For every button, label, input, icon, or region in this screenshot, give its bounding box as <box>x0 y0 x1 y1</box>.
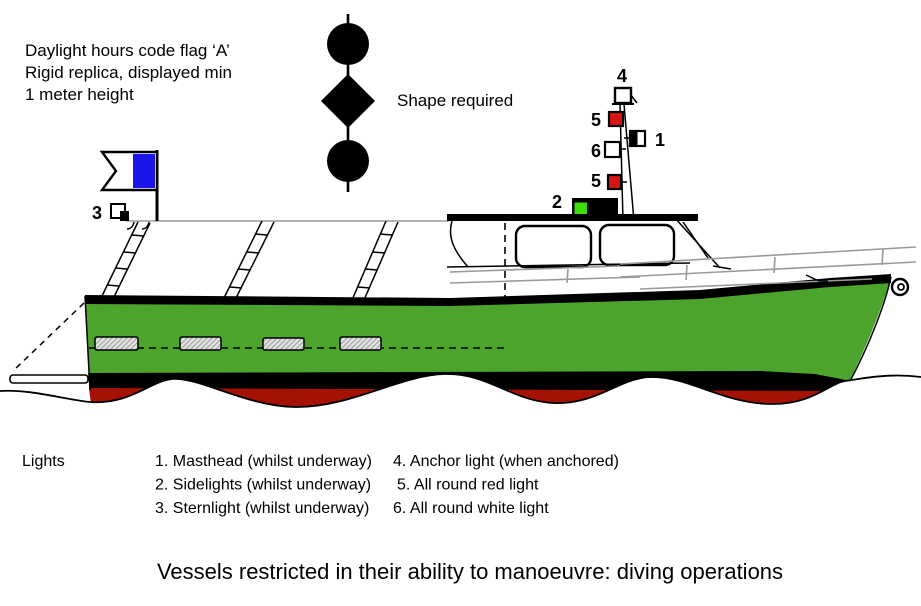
all-round-red-light-upper-icon <box>607 110 625 128</box>
legend-item-3: 3. Sternlight (whilst underway) <box>155 500 369 517</box>
wheelhouse <box>446 217 732 347</box>
marker-5-lower: 5 <box>591 171 601 191</box>
transom-edge <box>84 295 91 391</box>
anchor-light-icon <box>613 86 633 105</box>
marker-6: 6 <box>591 141 601 161</box>
sheer-stripe <box>85 274 891 306</box>
all-round-red-light-lower-icon <box>606 173 623 191</box>
ladder-aft <box>100 221 151 300</box>
pulpit-stanchion <box>881 248 884 266</box>
hull-vent-plate <box>262 337 305 351</box>
ladder-mid <box>222 220 275 301</box>
stern-gear <box>9 302 89 384</box>
pulpit-stanchion <box>685 264 688 281</box>
bow-cleat <box>805 274 828 282</box>
pulpit-rail-lower <box>619 261 917 278</box>
cabin-base-line <box>446 262 691 268</box>
hull-vent-plate <box>339 336 382 351</box>
deck-plank-lines <box>449 265 641 284</box>
windscreen-frame <box>682 221 709 259</box>
legend-item-6: 6. All round white light <box>393 500 549 517</box>
diagram-caption: Vessels restricted in their ability to m… <box>157 559 783 584</box>
flag-note: Daylight hours code flag ‘A’ Rigid repli… <box>25 41 232 104</box>
bow-stem-line <box>848 276 892 384</box>
windscreen-foot <box>712 265 732 270</box>
cabin-roof-bar <box>447 214 698 221</box>
aft-deck <box>100 220 449 301</box>
masthead-light-shade <box>630 131 638 146</box>
signal-mast: 4 5 1 6 5 2 <box>447 66 698 222</box>
hull-topsides-green <box>85 277 891 391</box>
legend-item-4: 4. Anchor light (when anchored) <box>393 453 619 470</box>
legend-item-2: 2. Sidelights (whilst underway) <box>155 477 371 494</box>
water-mask <box>0 373 921 606</box>
lights-legend: Lights 1. Masthead (whilst underway) 2. … <box>22 453 619 517</box>
sidelight-green-icon <box>574 202 587 215</box>
deck-edge-line <box>639 278 873 290</box>
stern-platform <box>9 374 89 384</box>
marker-1: 1 <box>655 130 665 150</box>
flag-note-line3: 1 meter height <box>25 85 134 104</box>
hull-vent-plate <box>94 336 139 351</box>
marker-3: 3 <box>92 203 102 223</box>
ball-shape-bottom-icon <box>327 140 369 182</box>
code-flag-a <box>99 150 159 221</box>
ladder-fwd <box>351 220 399 301</box>
cabin-window-fwd <box>598 223 676 267</box>
sternlight-shade <box>120 211 129 221</box>
marker-4: 4 <box>617 66 627 86</box>
hull-vent-plate <box>179 336 222 351</box>
marker-2: 2 <box>552 192 562 212</box>
pulpit-rail-upper <box>619 246 917 265</box>
deck-hook <box>126 221 135 230</box>
mast-line <box>623 103 635 222</box>
waterline-wave <box>0 373 921 408</box>
marker-5-upper: 5 <box>591 110 601 130</box>
water <box>0 373 921 606</box>
legend-title: Lights <box>22 453 65 470</box>
pulpit-stanchion <box>773 256 776 274</box>
stern-dashed-line <box>13 302 85 371</box>
diamond-shape-icon <box>321 74 375 128</box>
bow-fittings <box>619 246 917 297</box>
flag-note-line2: Rigid replica, displayed min <box>25 63 232 82</box>
flag-note-line1: Daylight hours code flag ‘A’ <box>25 41 230 60</box>
legend-item-1: 1. Masthead (whilst underway) <box>155 453 372 470</box>
anchor-roller-pin <box>897 283 905 291</box>
shape-required-label: Shape required <box>397 91 513 110</box>
deck-hook <box>141 221 150 230</box>
cabin-window-aft <box>514 224 593 269</box>
all-round-white-light-icon <box>603 140 622 159</box>
day-shape-hoist: Shape required <box>321 14 513 192</box>
cabin-aft-edge <box>449 220 469 268</box>
legend-item-5: 5. All round red light <box>397 477 539 494</box>
sternlight-marker: 3 <box>92 203 129 223</box>
ball-shape-top-icon <box>327 23 369 65</box>
flag-blue-half <box>133 154 155 188</box>
